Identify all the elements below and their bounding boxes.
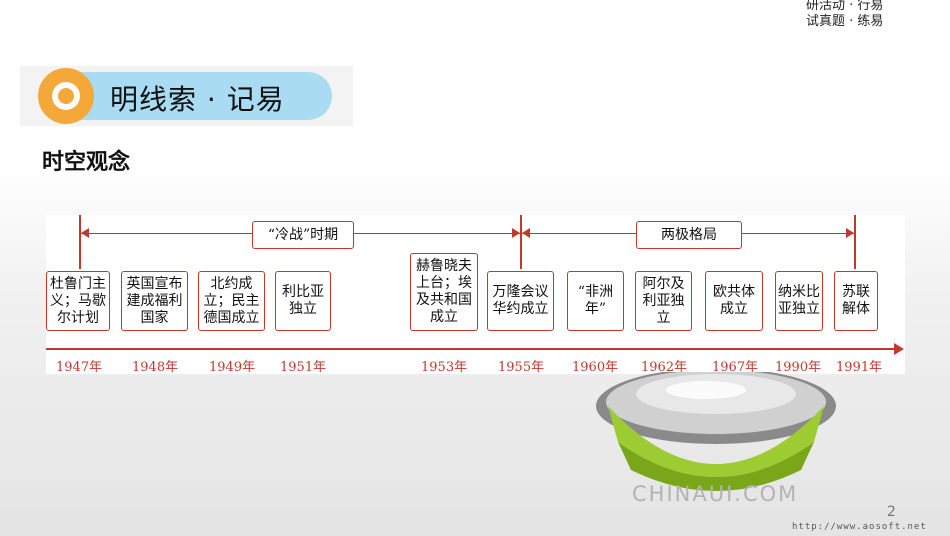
watermark: http://www.aosoft.net xyxy=(792,522,927,532)
event-1990: 纳米比亚独立 xyxy=(775,271,823,331)
event-1948: 英国宣布建成福利国家 xyxy=(121,271,188,331)
timeline: “冷战”时期 两极格局 杜鲁门主义；马歇尔计划 英国宣布建成福利国家 北约成立；… xyxy=(46,215,905,375)
top-link-activity[interactable]: 研活动 · 行易 xyxy=(806,0,884,13)
event-1960: “非洲年” xyxy=(567,271,624,331)
arrow-left-icon xyxy=(522,228,530,238)
target-icon-core xyxy=(58,88,74,104)
event-1951: 利比亚独立 xyxy=(275,271,331,331)
event-1955: 万隆会议华约成立 xyxy=(487,271,554,331)
timeline-axis xyxy=(46,348,894,350)
header-title: 明线索 · 记易 xyxy=(110,83,285,116)
event-1991: 苏联解体 xyxy=(834,271,878,331)
year-label: 1949年 xyxy=(209,360,256,375)
section-title: 时空观念 xyxy=(42,150,131,175)
year-label: 1990年 xyxy=(775,360,822,375)
arrow-right-icon xyxy=(512,228,520,238)
period-label-bipolar: 两极格局 xyxy=(636,221,742,249)
year-label: 1947年 xyxy=(56,360,103,375)
period-marker-end xyxy=(854,215,856,269)
event-1953: 赫鲁晓夫上台；埃及共和国成立 xyxy=(410,253,478,331)
year-label: 1960年 xyxy=(572,360,619,375)
axis-arrow-icon xyxy=(894,343,904,355)
year-label: 1948年 xyxy=(132,360,179,375)
top-link-exam[interactable]: 试真题 · 练易 xyxy=(806,14,884,29)
event-1949: 北约成立；民主德国成立 xyxy=(198,271,265,331)
year-label: 1955年 xyxy=(498,360,545,375)
period-label-cold-war: “冷战”时期 xyxy=(252,221,354,249)
year-label: 1953年 xyxy=(421,360,468,375)
period-marker-start xyxy=(79,215,81,269)
arrow-right-icon xyxy=(846,228,854,238)
page-number: 2 xyxy=(887,504,896,520)
brand-logo: CHINAUI.COM xyxy=(632,482,799,506)
event-1962: 阿尔及利亚独立 xyxy=(635,271,692,331)
year-label: 1991年 xyxy=(836,360,883,375)
period-marker-middle xyxy=(520,215,522,269)
event-1967: 欧共体成立 xyxy=(705,271,763,331)
bowl-decoration xyxy=(596,372,836,491)
top-links: 研活动 · 行易 试真题 · 练易 xyxy=(806,0,926,30)
arrow-left-icon xyxy=(81,228,89,238)
event-1947: 杜鲁门主义；马歇尔计划 xyxy=(46,271,110,331)
year-label: 1951年 xyxy=(280,360,327,375)
